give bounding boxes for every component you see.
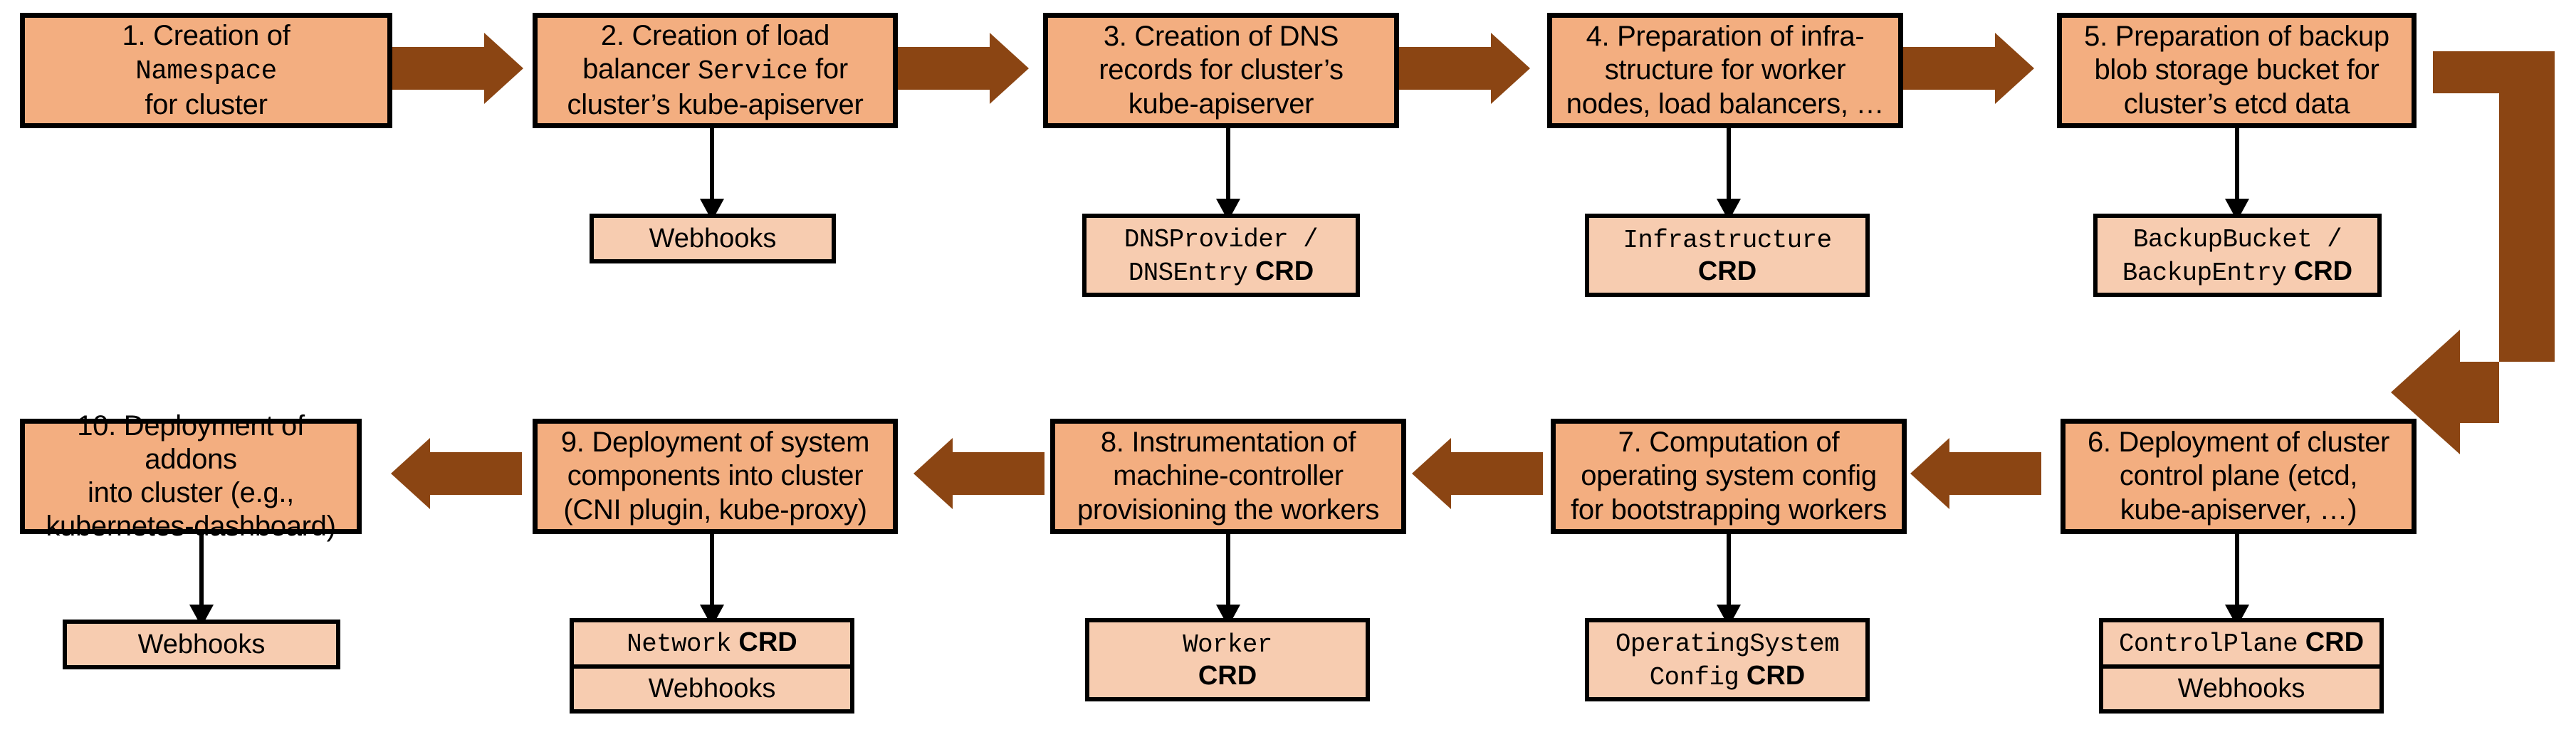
artifact-box-step9-network-crd[interactable]: Network CRD Webhooks [570,618,854,714]
artifact-box-step10-webhooks[interactable]: Webhooks [63,620,340,669]
flow-arrow-7-to-8 [1412,438,1543,509]
artifact-row-webhooks: Webhooks [574,664,850,709]
artifact-label-controlplane-crd: ControlPlane CRD [2118,627,2365,659]
step-box-7[interactable]: 7. Computation of operating system confi… [1551,419,1907,534]
step-box-10[interactable]: 10. Deployment of addons into cluster (e… [20,410,362,542]
artifact-label-webhooks: Webhooks [649,223,777,254]
artifact-box-step8-worker-crd[interactable]: Worker CRD [1085,618,1370,701]
flow-arrow-1-to-2 [392,33,523,104]
step-box-5[interactable]: 5. Preparation of backup blob storage bu… [2057,13,2417,128]
artifact-row-webhooks: Webhooks [2103,664,2379,709]
step-3-text: 3. Creation of DNS records for cluster’s… [1099,21,1344,120]
step-4-text: 4. Preparation of infra- structure for w… [1566,21,1885,120]
artifact-label-webhooks: Webhooks [648,673,776,704]
step-box-9[interactable]: 9. Deployment of system components into … [533,419,898,534]
artifact-label-dns-crd: DNSProvider / DNSEntry CRD [1124,225,1319,288]
flow-arrow-3-to-4 [1399,33,1530,104]
artifact-row: DNSProvider / DNSEntry CRD [1087,218,1356,293]
artifact-label-worker-crd: Worker CRD [1183,630,1272,691]
artifact-label-webhooks: Webhooks [2177,673,2305,704]
artifact-box-step2-webhooks[interactable]: Webhooks [590,214,836,263]
flow-arrow-8-to-9 [913,438,1044,509]
artifact-row-crd: ControlPlane CRD [2103,622,2379,664]
artifact-row: Worker CRD [1089,622,1366,697]
step-box-8[interactable]: 8. Instrumentation of machine-controller… [1050,419,1406,534]
step-7-text: 7. Computation of operating system confi… [1571,427,1887,526]
artifact-row: BackupBucket / BackupEntry CRD [2098,218,2377,293]
artifact-label-network-crd: Network CRD [627,627,797,659]
artifact-row: Webhooks [67,624,336,665]
step-9-text: 9. Deployment of system components into … [560,427,870,526]
artifact-row: Webhooks [594,218,832,259]
artifact-row: Infrastructure CRD [1589,218,1865,293]
artifact-box-step3-dns-crd[interactable]: DNSProvider / DNSEntry CRD [1082,214,1360,297]
flow-arrow-2-to-3 [898,33,1029,104]
artifact-row-crd: Network CRD [574,622,850,664]
artifact-row: OperatingSystem Config CRD [1589,622,1865,697]
step-2-text: 2. Creation of load balancer Service for… [567,20,864,120]
artifact-label-backup-crd: BackupBucket / BackupEntry CRD [2122,225,2353,288]
artifact-label-osc-crd: OperatingSystem Config CRD [1615,629,1840,692]
step-5-text: 5. Preparation of backup blob storage bu… [2084,21,2389,120]
step-6-text: 6. Deployment of cluster control plane (… [2087,427,2390,526]
artifact-box-step4-infrastructure-crd[interactable]: Infrastructure CRD [1585,214,1870,297]
artifact-label-webhooks: Webhooks [137,629,266,659]
step-10-text: 10. Deployment of addons into cluster (e… [46,409,336,543]
step-box-1[interactable]: 1. Creation of Namespace for cluster [20,13,392,128]
artifact-box-step6-controlplane-crd[interactable]: ControlPlane CRD Webhooks [2099,618,2384,714]
step-box-2[interactable]: 2. Creation of load balancer Service for… [533,13,898,128]
step-8-text: 8. Instrumentation of machine-controller… [1077,427,1380,526]
flow-arrow-6-to-7 [1910,438,2041,509]
artifact-box-step7-osc-crd[interactable]: OperatingSystem Config CRD [1585,618,1870,701]
flow-arrow-9-to-10 [391,438,522,509]
step-box-3[interactable]: 3. Creation of DNS records for cluster’s… [1043,13,1399,128]
step-box-4[interactable]: 4. Preparation of infra- structure for w… [1547,13,1903,128]
flow-arrow-4-to-5 [1903,33,2034,104]
artifact-box-step5-backup-crd[interactable]: BackupBucket / BackupEntry CRD [2093,214,2382,297]
artifact-label-infrastructure-crd: Infrastructure CRD [1623,226,1832,287]
step-1-text: 1. Creation of Namespace for cluster [122,20,290,120]
step-box-6[interactable]: 6. Deployment of cluster control plane (… [2061,419,2417,534]
